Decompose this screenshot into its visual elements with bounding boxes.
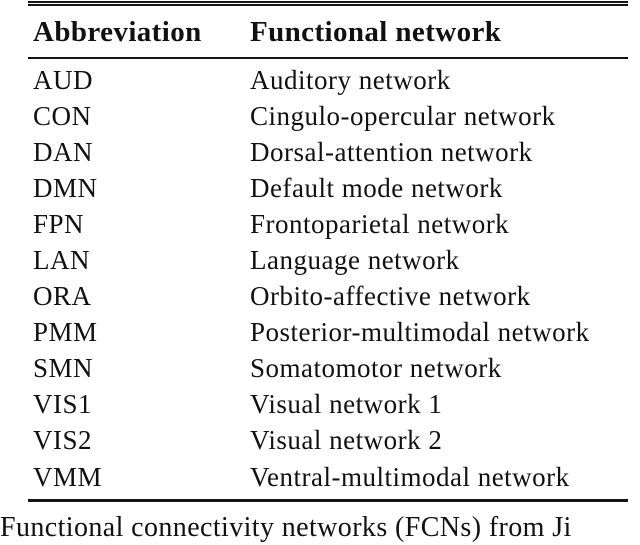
table-row: DAN Dorsal-attention network: [28, 134, 628, 170]
cell-functional-network: Dorsal-attention network: [250, 136, 533, 167]
cell-functional-network: Default mode network: [250, 172, 503, 203]
table-row: SMN Somatomotor network: [28, 351, 628, 387]
table-row: ORA Orbito-affective network: [28, 279, 628, 315]
table-mid-rule: [28, 57, 628, 59]
cell-functional-network: Posterior-multimodal network: [250, 317, 590, 348]
table-bottom-rule: [28, 499, 628, 503]
table-row: VIS2 Visual network 2: [28, 423, 628, 459]
cell-abbreviation: CON: [33, 100, 92, 131]
table-row: VMM Ventral-multimodal network: [28, 459, 628, 495]
header-cell-functional-network: Functional network: [250, 16, 502, 48]
table-caption-clipped: Functional connectivity networks (FCNs) …: [0, 512, 572, 543]
cell-abbreviation: AUD: [33, 64, 93, 95]
table-top-rule-upper: [28, 1, 628, 3]
header-cell-abbreviation: Abbreviation: [33, 16, 202, 48]
table-row: AUD Auditory network: [28, 62, 628, 98]
abbreviation-table: Abbreviation Functional network AUD Audit…: [28, 0, 628, 503]
table-row: CON Cingulo-opercular network: [28, 98, 628, 134]
cell-functional-network: Ventral-multimodal network: [250, 461, 570, 492]
cell-functional-network: Language network: [250, 245, 460, 276]
cell-functional-network: Orbito-affective network: [250, 281, 531, 312]
table-header-row: Abbreviation Functional network: [28, 6, 628, 57]
cell-abbreviation: DAN: [33, 136, 93, 167]
cell-abbreviation: LAN: [33, 245, 90, 276]
table-top-rule-lower: [28, 4, 628, 6]
cell-functional-network: Visual network 1: [250, 389, 443, 420]
table-row: VIS1 Visual network 1: [28, 387, 628, 423]
cell-functional-network: Frontoparietal network: [250, 208, 510, 239]
cell-abbreviation: VIS1: [33, 389, 93, 420]
cell-abbreviation: ORA: [33, 281, 92, 312]
cell-abbreviation: SMN: [33, 353, 94, 384]
cell-functional-network: Cingulo-opercular network: [250, 100, 556, 131]
table-row: LAN Language network: [28, 242, 628, 278]
cell-abbreviation: FPN: [33, 208, 85, 239]
table-row: FPN Frontoparietal network: [28, 206, 628, 242]
table-row: DMN Default mode network: [28, 170, 628, 206]
cell-abbreviation: VMM: [33, 461, 103, 492]
cell-functional-network: Visual network 2: [250, 425, 443, 456]
cell-functional-network: Auditory network: [250, 64, 451, 95]
table-row: PMM Posterior-multimodal network: [28, 315, 628, 351]
cell-abbreviation: DMN: [33, 172, 98, 203]
cell-functional-network: Somatomotor network: [250, 353, 502, 384]
cell-abbreviation: PMM: [33, 317, 98, 348]
cell-abbreviation: VIS2: [33, 425, 93, 456]
